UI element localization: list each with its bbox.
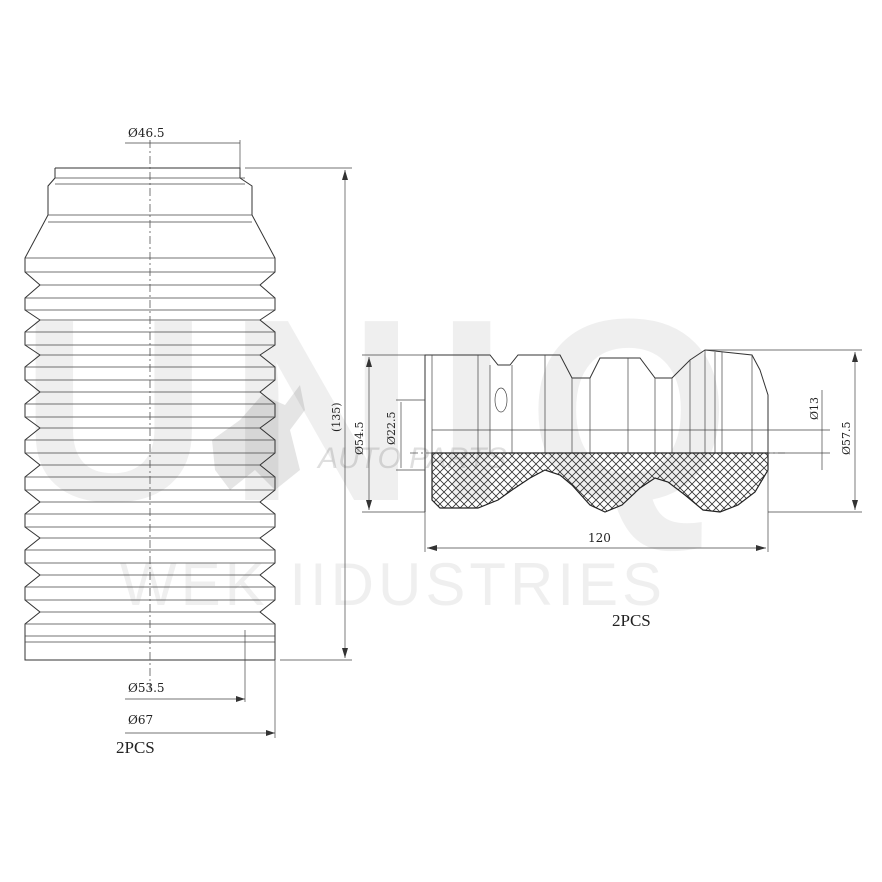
bump-stop-left-diameter-label: Ø54.5 [353,421,366,455]
bellows-height-dimension: (135) [245,167,352,661]
bellows-drawing: Ø46.5 (135) Ø53.5 Ø67 2PCS [24,126,352,757]
bump-stop-quantity-label: 2PCS [612,611,651,630]
bump-stop-drawing: Ø54.5 Ø22.5 Ø13 Ø57.5 [353,349,862,630]
bump-stop-hole-diameter-dimension: Ø13 [768,390,830,470]
watermark: UNIQ AUTO PARTS WEK IIDUSTRIES [20,266,750,618]
watermark-emblem-icon [212,385,305,490]
bump-stop-inner-diameter-label: Ø22.5 [385,411,398,445]
bump-stop-left-diameter-dimension: Ø54.5 [353,354,425,513]
bump-stop-hole-diameter-label: Ø13 [808,397,821,420]
bump-stop-inner-diameter-dimension: Ø22.5 [385,399,425,471]
bump-stop-slot [494,387,508,413]
bump-stop-length-label: 120 [588,531,611,545]
bump-stop-length-dimension: 120 [424,470,769,552]
bump-stop-section [431,452,769,513]
bellows-quantity-label: 2PCS [116,738,155,757]
watermark-logo: UNIQ [20,266,750,556]
bellows-inner-bottom-diameter-label: Ø53.5 [128,681,165,695]
bellows-height-label: (135) [330,402,343,432]
bump-stop-inner-lines [431,350,768,453]
bump-stop-right-diameter-label: Ø57.5 [840,421,853,455]
bellows-outer-bottom-diameter-dimension: Ø67 [125,640,276,738]
bellows-top-diameter-label: Ø46.5 [128,126,165,140]
bump-stop-right-diameter-dimension: Ø57.5 [705,349,862,513]
bellows-inner-bottom-diameter-dimension: Ø53.5 [125,630,246,702]
bellows-outer-bottom-diameter-label: Ø67 [128,713,153,727]
watermark-company: WEK IIDUSTRIES [120,551,666,618]
bellows-top-diameter-dimension: Ø46.5 [125,126,241,172]
